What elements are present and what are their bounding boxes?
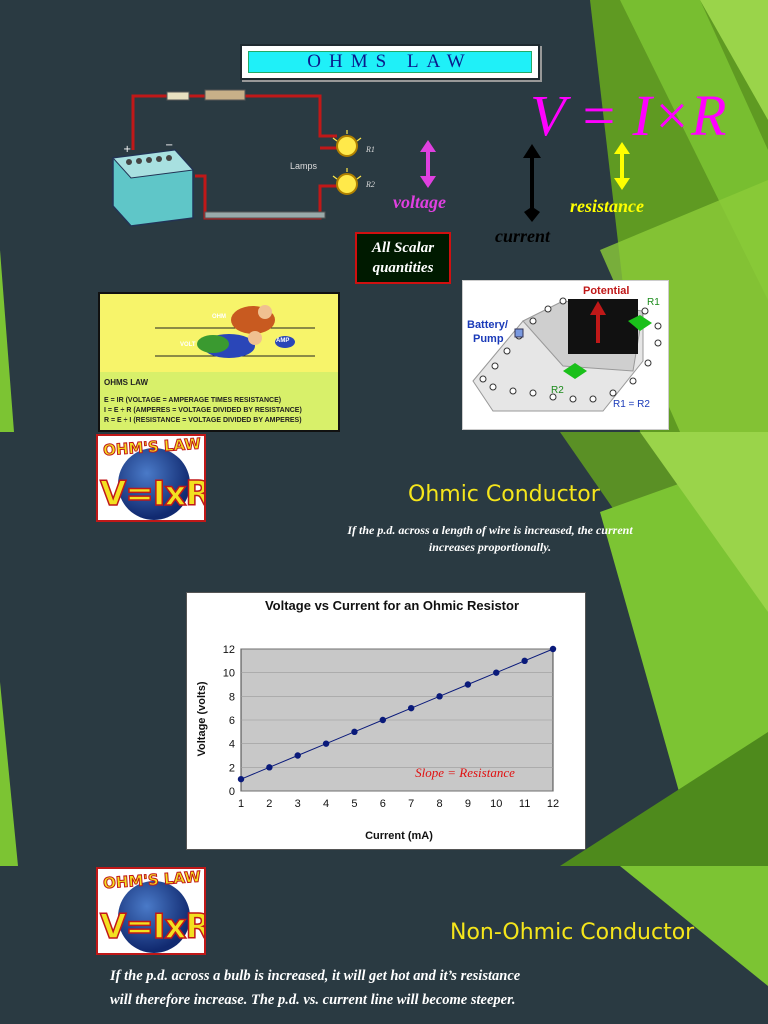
scalar-note-line-2: quantities <box>372 260 434 276</box>
x-tick-label: 7 <box>408 798 414 810</box>
ohms-law-logo: OHM'S LAW V=IxR <box>96 867 206 955</box>
circuit-illustration: + − <box>111 89 362 227</box>
ohm-tag: OHM <box>212 314 226 320</box>
battery-label: Battery/ <box>467 319 508 331</box>
cartoon-law-title: OHMS LAW <box>104 378 148 387</box>
cartoon-text-band <box>100 372 338 430</box>
logo-title: OHM'S LAW <box>102 434 202 460</box>
ohmic-description-line-2: increases proportionally. <box>428 540 552 554</box>
x-axis-label: Current (mA) <box>365 830 433 842</box>
data-point <box>549 645 557 653</box>
logo-equation: V=IxR <box>99 473 206 515</box>
non-ohmic-description-line-1: If the p.d. across a bulb is increased, … <box>110 968 521 984</box>
data-point <box>493 669 500 676</box>
ohmic-description: If the p.d. across a length of wire is i… <box>290 522 690 556</box>
data-point <box>379 716 387 724</box>
voltage-current-chart: Voltage vs Current for an Ohmic Resistor… <box>186 592 586 850</box>
svg-text:−: − <box>165 140 173 151</box>
y-tick-label: 4 <box>229 739 235 751</box>
lamp-r2-label: R2 <box>366 180 375 189</box>
y-tick-label: 0 <box>229 786 235 798</box>
data-point <box>464 681 472 688</box>
lamp-r1-label: R1 <box>366 145 375 154</box>
x-tick-label: 6 <box>380 798 386 810</box>
y-tick-label: 12 <box>223 644 235 656</box>
y-tick-label: 10 <box>223 668 235 680</box>
x-tick-label: 11 <box>519 798 530 810</box>
green-background-shapes <box>0 432 768 866</box>
x-tick-label: 2 <box>266 798 272 810</box>
non-ohmic-conductor-heading: Non-Ohmic Conductor <box>450 920 695 945</box>
cartoon-line-1: E = IR (VOLTAGE = AMPERAGE TIMES RESISTA… <box>104 397 282 404</box>
voltage-arrow-icon <box>420 140 436 188</box>
data-point <box>436 693 443 700</box>
data-point <box>237 775 245 783</box>
lamps-label: Lamps <box>290 161 318 171</box>
data-point <box>294 752 301 759</box>
cartoon-characters-image <box>155 305 315 358</box>
resistance-arrow-icon <box>614 142 630 190</box>
green-background-shapes <box>620 866 768 986</box>
x-tick-label: 3 <box>295 798 301 810</box>
r1-label: R1 <box>647 297 660 308</box>
x-tick-label: 9 <box>465 798 471 810</box>
x-tick-label: 8 <box>436 798 442 810</box>
x-tick-label: 1 <box>238 798 244 810</box>
data-point <box>322 740 330 747</box>
chart-title: Voltage vs Current for an Ohmic Resistor <box>265 598 519 613</box>
r-equal-label: R1 = R2 <box>613 399 650 410</box>
scalar-note-line-1: All Scalar <box>371 240 435 256</box>
ohmic-description-line-1: If the p.d. across a length of wire is i… <box>347 523 633 537</box>
voltage-label: voltage <box>393 192 446 212</box>
logo-title: OHM'S LAW <box>102 867 202 893</box>
x-tick-label: 5 <box>351 798 357 810</box>
logo-equation: V=IxR <box>99 906 206 948</box>
x-tick-label: 4 <box>323 798 329 810</box>
pump-label: Pump <box>473 333 504 345</box>
potential-label: Potential <box>583 285 630 297</box>
data-point <box>351 728 358 736</box>
slide-ohms-law: OHMS LAW + − Lamps R1 R2 V = I×R vol <box>0 0 768 432</box>
cartoon-line-2: I = E ÷ R (AMPERES = VOLTAGE DIVIDED BY … <box>104 407 302 414</box>
y-tick-label: 8 <box>229 691 235 703</box>
ohms-law-formula: V = I×R <box>530 83 727 148</box>
globe-icon <box>118 881 190 953</box>
chart-canvas: Voltage vs Current for an Ohmic Resistor… <box>196 598 559 842</box>
scalar-quantities-note: All Scalar quantities <box>355 232 451 284</box>
volt-tag: VOLT <box>180 342 196 348</box>
y-tick-label: 2 <box>229 762 235 774</box>
potential-loop-diagram: Potential Battery/ Pump R1 R2 R1 = R2 <box>462 280 669 430</box>
current-arrow-icon <box>523 144 541 222</box>
slide-non-ohmic-conductor: OHM'S LAW V=IxR Non-Ohmic Conductor If t… <box>0 866 768 1024</box>
potential-loop-image <box>472 297 662 412</box>
current-label: current <box>495 226 551 246</box>
cartoon-line-3: R = E ÷ I (RESISTANCE = VOLTAGE DIVIDED … <box>104 417 302 424</box>
title-box: OHMS LAW <box>240 44 540 80</box>
ohms-law-logo: OHM'S LAW V=IxR <box>96 434 206 522</box>
data-point <box>407 704 415 712</box>
slope-annotation: Slope = Resistance <box>415 765 515 780</box>
x-tick-label: 12 <box>547 798 559 810</box>
data-point <box>266 764 273 771</box>
globe-icon <box>118 448 190 520</box>
resistance-label: resistance <box>570 196 644 216</box>
svg-text:+: + <box>123 144 131 155</box>
amp-tag: AMP <box>276 338 290 344</box>
x-tick-label: 10 <box>490 798 502 810</box>
non-ohmic-description: If the p.d. across a bulb is increased, … <box>110 964 710 1012</box>
r2-label: R2 <box>551 385 564 396</box>
ohmic-conductor-heading: Ohmic Conductor <box>408 482 600 507</box>
y-tick-label: 6 <box>229 715 235 727</box>
non-ohmic-description-line-2: will therefore increase. The p.d. vs. cu… <box>110 992 516 1008</box>
slide-title: OHMS LAW <box>248 51 532 73</box>
series-line <box>240 648 554 780</box>
y-axis-label: Voltage (volts) <box>196 681 208 756</box>
ohms-law-cartoon: OHM VOLT AMP OHMS LAW E = IR (VOLTAGE = … <box>98 292 340 432</box>
data-point <box>521 657 528 665</box>
